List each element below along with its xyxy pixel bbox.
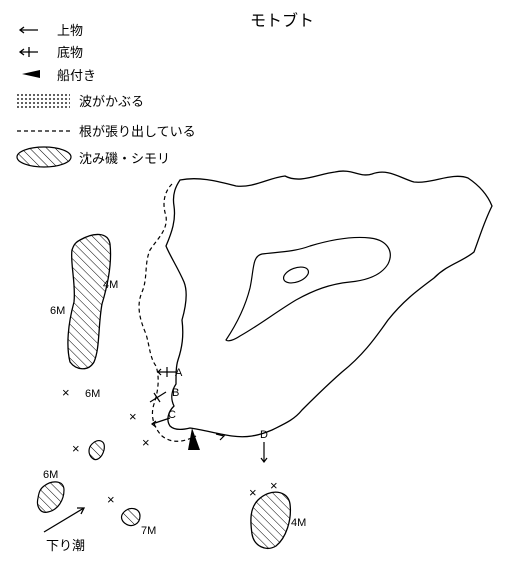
cross-mark: × <box>270 478 278 493</box>
point-b-label: B <box>172 387 179 399</box>
dense-hatch-icon <box>17 94 70 108</box>
inner-oval <box>282 266 310 284</box>
depth-label-cross: 6M <box>85 388 100 400</box>
point-c-label: C <box>168 409 176 421</box>
legend-label-shizumiiso: 沈み磯・シモリ <box>79 152 170 167</box>
boat-wedge <box>188 428 200 450</box>
cross-mark: × <box>72 441 80 456</box>
point-c-marker <box>151 417 171 428</box>
submerged-rock-7m <box>120 507 141 527</box>
arrow-left-icon <box>18 26 38 34</box>
shore-arrow-icon <box>215 433 226 441</box>
inner-contour <box>225 236 391 342</box>
legend-label-sokomono: 底物 <box>57 45 83 61</box>
hatched-ellipse-icon <box>16 146 72 168</box>
depth-label-bottom-right: 4M <box>291 517 306 529</box>
legend-label-namikaburu: 波がかぶる <box>79 95 144 110</box>
depth-label-left-left: 6M <box>50 305 65 317</box>
point-d-label: D <box>260 429 268 441</box>
cross-mark: × <box>129 409 137 424</box>
depth-label-left-right: 4M <box>103 279 118 291</box>
island-outline <box>165 170 493 438</box>
depth-label-bottom-left: 6M <box>43 469 58 481</box>
current-label: 下り潮 <box>46 539 85 554</box>
legend-label-ne: 根が張り出している <box>79 125 196 140</box>
depth-label-7m: 7M <box>141 525 156 537</box>
submerged-rock-small-1 <box>88 440 105 461</box>
submerged-rock-left <box>67 233 112 370</box>
point-d-marker <box>260 442 268 463</box>
map-title: モトブト <box>250 11 314 30</box>
point-b-marker <box>149 391 167 403</box>
submerged-rock-bottom-right <box>250 491 292 549</box>
wedge-icon <box>22 70 40 78</box>
arrow-cross-icon <box>18 47 38 57</box>
cross-mark: × <box>107 492 115 507</box>
legend-label-funatsuki: 船付き <box>57 69 96 84</box>
cross-mark: × <box>249 485 257 500</box>
point-a-label: A <box>175 367 183 379</box>
cross-mark: × <box>62 385 70 400</box>
legend: 上物 底物 船付き 波がかぶる 根が張り出している 沈み磯・シモリ <box>16 24 196 168</box>
legend-label-uwamono: 上物 <box>57 24 83 39</box>
submerged-rock-bottom-left <box>36 481 65 513</box>
point-a-marker <box>157 367 176 377</box>
cross-mark: × <box>142 435 150 450</box>
reef-dashed-line <box>138 183 197 442</box>
current-arrow <box>43 507 86 533</box>
